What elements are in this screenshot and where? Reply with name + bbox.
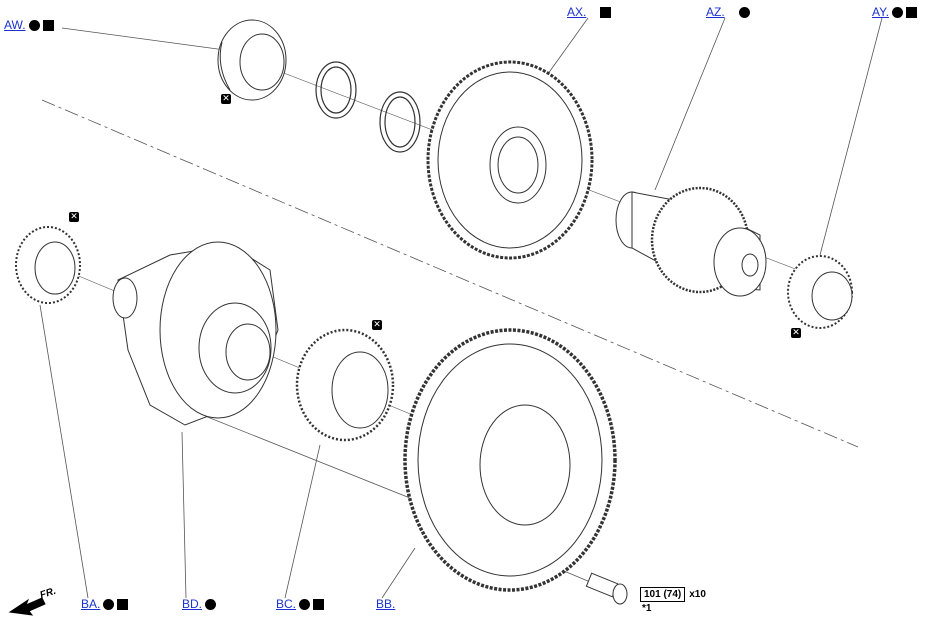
square-mark-icon xyxy=(600,6,612,18)
callout-bb[interactable]: BB. xyxy=(376,597,395,611)
leader-bc xyxy=(284,444,321,599)
circle-mark-icon xyxy=(28,19,40,31)
non-reusable-icon: ✕ xyxy=(221,94,231,104)
bearing-ay xyxy=(787,255,853,329)
leader-ax xyxy=(544,17,589,79)
non-reusable-icon: ✕ xyxy=(69,212,79,222)
leader-az xyxy=(654,17,726,191)
callout-bc-link[interactable]: BC. xyxy=(276,597,297,611)
bearing-race-ba xyxy=(15,226,81,304)
callout-ba-link[interactable]: BA. xyxy=(81,597,101,611)
differential-case-bd xyxy=(112,241,279,426)
callout-bd-link[interactable]: BD. xyxy=(182,597,203,611)
ring-gear-bb xyxy=(403,328,617,592)
callout-ba[interactable]: BA. xyxy=(81,597,129,611)
pinion-shaft-az xyxy=(615,186,767,297)
callout-aw[interactable]: AW. xyxy=(4,18,54,32)
callout-ax-link[interactable]: AX. xyxy=(567,5,587,19)
callout-bc[interactable]: BC. xyxy=(276,597,325,611)
circle-mark-icon xyxy=(205,598,217,610)
callout-ax[interactable]: AX. xyxy=(567,5,612,19)
torque-spec: 101 (74) x10 xyxy=(640,587,706,602)
circle-mark-icon xyxy=(299,598,311,610)
leader-bb xyxy=(381,547,416,599)
torque-value: 101 (74) xyxy=(640,587,686,602)
callout-aw-link[interactable]: AW. xyxy=(4,18,26,32)
centerline xyxy=(41,99,859,448)
bearing-race-aw xyxy=(217,19,287,101)
snap-ring xyxy=(315,61,421,153)
ring-gear-bolt xyxy=(585,572,628,605)
square-mark-icon xyxy=(117,598,129,610)
circle-mark-icon xyxy=(738,6,750,18)
square-mark-icon xyxy=(313,598,325,610)
leader-bd xyxy=(181,431,187,599)
leader-ay xyxy=(819,17,883,256)
callout-bd[interactable]: BD. xyxy=(182,597,217,611)
non-reusable-icon: ✕ xyxy=(791,328,801,338)
bearing-bc xyxy=(295,328,395,442)
square-mark-icon xyxy=(42,19,54,31)
gear-ax xyxy=(426,60,594,260)
callout-az-link[interactable]: AZ. xyxy=(706,5,725,19)
leader-ba xyxy=(39,304,89,599)
footnote-marker: *1 xyxy=(642,603,652,614)
callout-ay[interactable]: AY. xyxy=(872,5,917,19)
square-mark-icon xyxy=(905,6,917,18)
circle-mark-icon xyxy=(103,598,115,610)
circle-mark-icon xyxy=(891,6,903,18)
torque-quantity: x10 xyxy=(689,589,706,600)
callout-az[interactable]: AZ. xyxy=(706,5,750,19)
front-arrow-icon xyxy=(8,597,46,616)
callout-ay-link[interactable]: AY. xyxy=(872,5,889,19)
leader-aw xyxy=(61,27,226,51)
non-reusable-icon: ✕ xyxy=(372,320,382,330)
callout-bb-link[interactable]: BB. xyxy=(376,597,396,611)
